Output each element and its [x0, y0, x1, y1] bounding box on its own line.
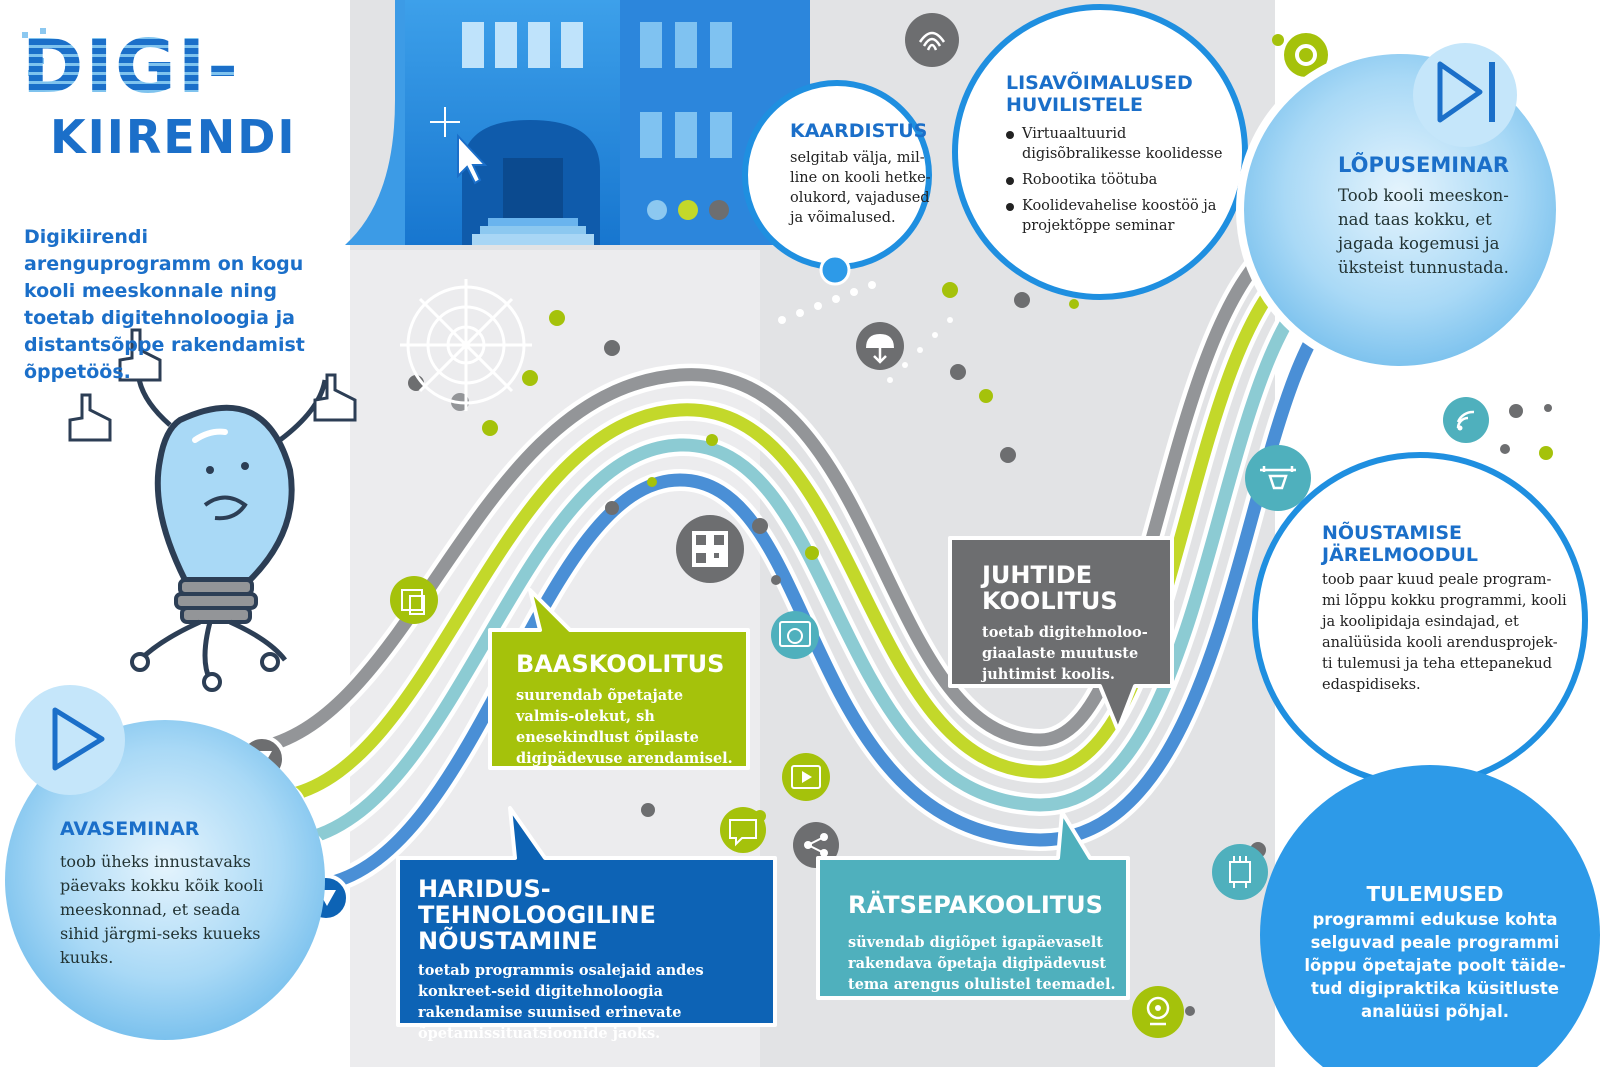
noustamise-text: toob paar kuud peale program-mi lõppu ko… — [1322, 572, 1567, 693]
dotted-connectors — [778, 281, 953, 383]
webcam-icon — [1132, 986, 1184, 1038]
video-icon — [782, 753, 830, 801]
baaskoolitus-block: BAASKOOLITUS suurendab õpetajate valmis-… — [516, 651, 746, 769]
browser-globe-icon — [771, 611, 819, 659]
haridustehnoloogiline-block: HARIDUS-TEHNOLOOGILINE NÕUSTAMINE toetab… — [418, 876, 768, 1044]
kaardistus-text: selgitab välja, mil-line on kooli hetke-… — [790, 150, 931, 226]
baaskoolitus-text: suurendab õpetajate valmis-olekut, sh en… — [516, 687, 733, 767]
ratsepakoolitus-box — [816, 810, 1130, 1000]
lisavoimalused-item: Virtuaaltuurid digisõbralikesse koolides… — [1006, 124, 1236, 164]
logo-line-1: DIGI- — [22, 30, 352, 104]
lisavoimalused-item: Robootika töötuba — [1006, 170, 1236, 190]
chat-icon — [720, 807, 766, 853]
noustamise-title: NÕUSTAMISE JÄRELMOODUL — [1322, 522, 1479, 566]
tulemused-block: TULEMUSED programmi edukuse kohta selguv… — [1290, 882, 1580, 1023]
kaardistus-circle — [742, 80, 932, 286]
baaskoolitus-title: BAASKOOLITUS — [516, 650, 725, 678]
juhtide-koolitus-block: JUHTIDE KOOLITUS toetab digitehnoloo-gia… — [982, 562, 1158, 685]
haridustehnoloogiline-title: HARIDUS-TEHNOLOOGILINE NÕUSTAMINE — [418, 875, 656, 955]
pixel-decoration — [22, 28, 46, 76]
cloud-download-icon — [856, 322, 904, 370]
avaseminar-sphere — [5, 685, 325, 1040]
baaskoolitus-box — [488, 588, 750, 770]
kaardistus-title: KAARDISTUS — [790, 120, 928, 142]
logo: DIGI- KIIRENDI — [22, 30, 352, 160]
play-icon — [52, 707, 105, 771]
juhtide-koolitus-title: JUHTIDE KOOLITUS — [982, 561, 1118, 615]
ratsepakoolitus-title: RÄTSEPAKOOLITUS — [848, 891, 1103, 919]
juhtide-koolitus-text: toetab digitehnoloo-giaalaste muutuste j… — [982, 624, 1148, 683]
qr-code-icon — [676, 515, 744, 583]
loppseminar-title: LÕPUSEMINAR — [1338, 153, 1510, 177]
haridustehnoloogiline-box — [396, 806, 777, 1027]
gear-icon — [1284, 33, 1328, 77]
school-building — [345, 0, 810, 245]
radar-icon — [400, 279, 532, 411]
wifi-icon — [1443, 397, 1489, 443]
avaseminar-text: toob üheks innustavaks päevaks kokku kõi… — [60, 852, 264, 967]
lisavoimalused-title: LISAVÕIMALUSED HUVILISTELE — [1006, 72, 1193, 116]
drone-icon — [1245, 445, 1311, 511]
lisavoimalused-item: Koolidevahelise koostöö ja projektõppe s… — [1006, 196, 1236, 236]
avaseminar-block: AVASEMINAR toob üheks innustavaks päevak… — [60, 818, 280, 970]
tulemused-circle — [1260, 765, 1600, 1067]
avaseminar-title: AVASEMINAR — [60, 818, 200, 840]
circuit-chip-icon — [1212, 844, 1268, 900]
logo-line-2: KIIRENDI — [50, 110, 297, 164]
noustamise-block: NÕUSTAMISE JÄRELMOODUL toob paar kuud pe… — [1322, 522, 1567, 696]
lisavoimalused-block: LISAVÕIMALUSED HUVILISTELE Virtuaaltuuri… — [1006, 72, 1236, 242]
devices-icon — [390, 576, 438, 624]
tulemused-title: TULEMUSED — [1366, 882, 1504, 906]
loppseminar-block: LÕPUSEMINAR Toob kooli meeskon-nad taas … — [1338, 154, 1538, 280]
ratsepakoolitus-text: süvendab digiõpet igapäevaselt rakendava… — [848, 934, 1116, 993]
kaardistus-block: KAARDISTUS selgitab välja, mil-line on k… — [790, 120, 940, 228]
ratsepakoolitus-block: RÄTSEPAKOOLITUS süvendab digiõpet igapäe… — [848, 892, 1120, 995]
juhtide-koolitus-box — [948, 536, 1174, 732]
loppseminar-text: Toob kooli meeskon-nad taas kokku, et ja… — [1338, 186, 1509, 277]
lisavoimalused-circle — [952, 4, 1248, 300]
haridustehnoloogiline-text: toetab programmis osalejaid andes konkre… — [418, 962, 704, 1042]
lightbulb-mascot-icon — [68, 328, 357, 692]
lisavoimalused-list: Virtuaaltuurid digisõbralikesse koolides… — [1006, 124, 1236, 236]
play-next-icon — [1437, 61, 1495, 123]
tulemused-text: programmi edukuse kohta selguvad peale p… — [1304, 910, 1566, 1021]
intro-text: Digikiirendi arenguprogramm on kogu kool… — [24, 226, 305, 383]
decorative-dots — [408, 34, 1553, 1016]
fingerprint-icon — [905, 13, 959, 67]
